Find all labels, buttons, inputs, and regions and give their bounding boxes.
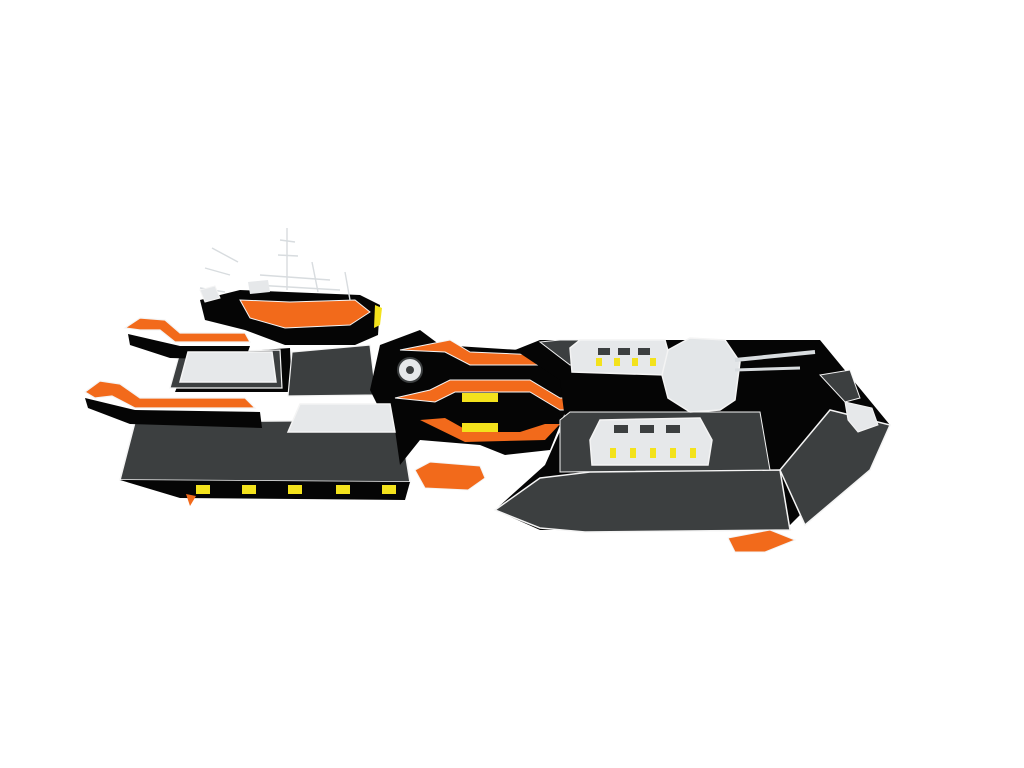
bridge-tower	[199, 228, 382, 397]
underside-lights	[186, 485, 396, 506]
turret-housings	[569, 337, 879, 466]
antenna-mast	[199, 228, 351, 301]
roof-panels	[179, 351, 396, 433]
forward-hull	[493, 339, 892, 553]
